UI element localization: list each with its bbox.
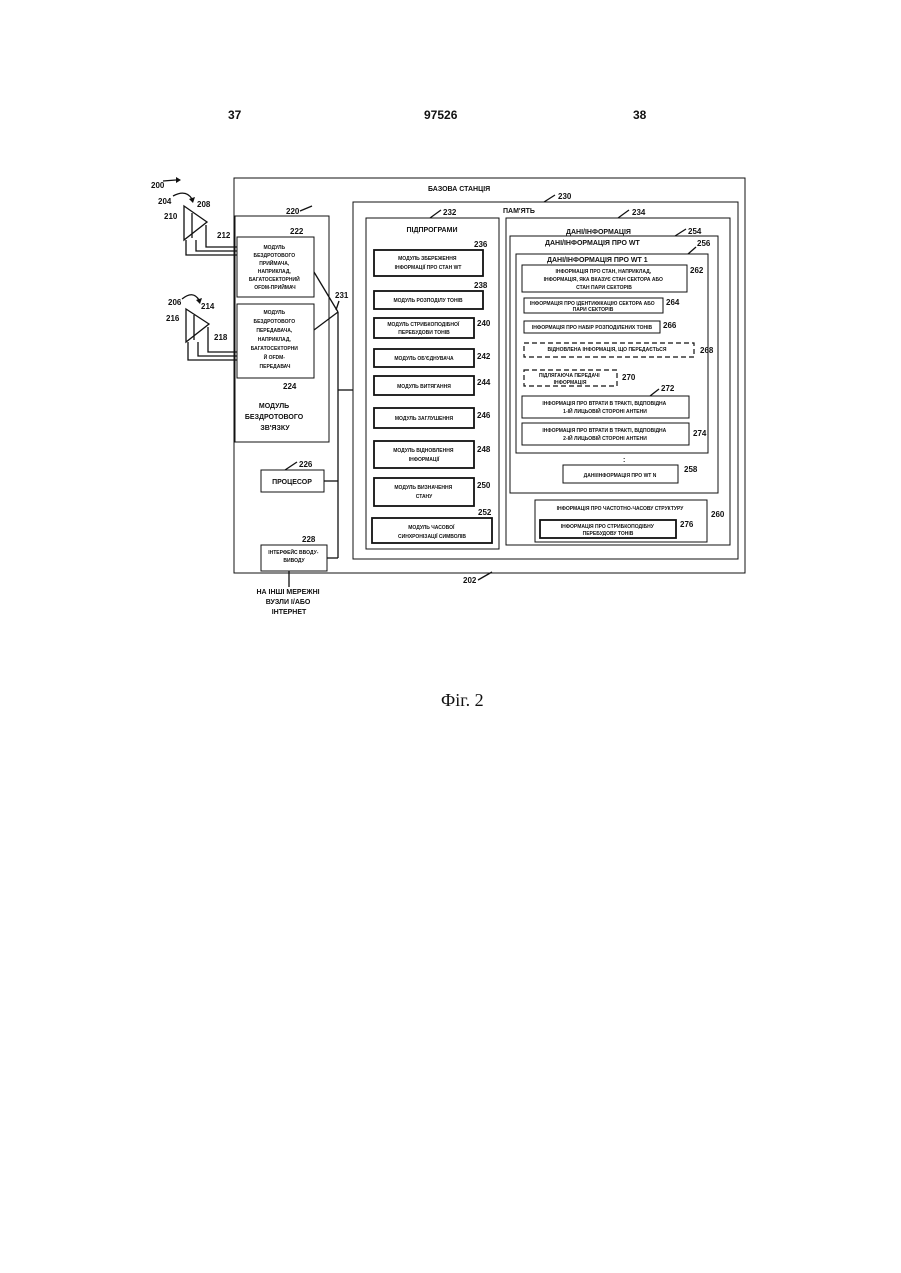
antenna-1-feed-b <box>196 240 237 251</box>
ref-236: 236 <box>474 240 488 249</box>
ref-228: 228 <box>302 535 316 544</box>
ref-256-leader <box>688 247 696 254</box>
ref-248: 248 <box>477 445 491 454</box>
antenna-2-feed-a <box>188 342 237 360</box>
ref-272-leader <box>650 389 659 396</box>
routine-250-label: МОДУЛЬ ВИЗНАЧЕННЯ СТАНУ <box>394 485 453 500</box>
ref-274: 274 <box>693 429 707 438</box>
ref-234-leader <box>618 210 629 218</box>
patent-number: 97526 <box>424 108 458 122</box>
wtn-label: ДАНІ/ІНФОРМАЦІЯ ПРО WT N <box>584 473 657 479</box>
ref-254: 254 <box>688 227 702 236</box>
ref-254-leader <box>675 229 686 236</box>
ref-208: 208 <box>197 200 211 209</box>
ref-206: 206 <box>168 298 182 307</box>
ref-252: 252 <box>478 508 492 517</box>
routines-label: ПІДПРОГРАМИ <box>407 227 458 234</box>
wt1-item-268-label: ВІДНОВЛЕНА ІНФОРМАЦІЯ, ЩО ПЕРЕДАЄТЬСЯ <box>547 347 666 353</box>
ref-226: 226 <box>299 460 313 469</box>
antenna-2-element <box>186 309 209 342</box>
ref-276: 276 <box>680 520 694 529</box>
ref-230: 230 <box>558 192 572 201</box>
wt1-item-262-label: ІНФОРМАЦІЯ ПРО СТАН, НАПРИКЛАД, ІНФОРМАЦ… <box>544 269 665 291</box>
ref-270: 270 <box>622 373 636 382</box>
ref-200-arrowhead <box>176 177 181 183</box>
ref-214: 214 <box>201 302 215 311</box>
ref-210: 210 <box>164 212 178 221</box>
wt-ellipsis: : <box>623 457 625 464</box>
ref-258: 258 <box>684 465 698 474</box>
ref-218: 218 <box>214 333 228 342</box>
routine-236-label: МОДУЛЬ ЗБЕРЕЖЕННЯ ІНФОРМАЦІЇ ПРО СТАН WT <box>395 256 462 271</box>
wt1-label: ДАНІ/ІНФОРМАЦІЯ ПРО WT 1 <box>547 257 648 264</box>
freq-time-label: ІНФОРМАЦІЯ ПРО ЧАСТОТНО-ЧАСОВУ СТРУКТУРУ <box>557 506 685 512</box>
hopping-label: ІНФОРМАЦІЯ ПРО СТРИБКОПОДІБНУ ПЕРЕБУДОВУ… <box>561 524 655 537</box>
ref-230-leader <box>544 195 555 202</box>
wireless-module-label: МОДУЛЬ БЕЗДРОТОВОГО ЗВ'ЯЗКУ <box>245 403 305 432</box>
routine-250-box <box>374 478 474 506</box>
transmitter-label: МОДУЛЬ БЕЗДРОТОВОГО ПЕРЕДАВАЧА, НАПРИКЛА… <box>251 310 300 370</box>
ref-260: 260 <box>711 510 725 519</box>
network-label: НА ІНШІ МЕРЕЖНІ ВУЗЛИ І/АБО ІНТЕРНЕТ <box>256 589 321 616</box>
processor-label: ПРОЦЕСОР <box>272 479 312 486</box>
routine-248-box <box>374 441 474 468</box>
routine-240-label: МОДУЛЬ СТРИБКОПОДІБНОЇ ПЕРЕБУДОВИ ТОНІВ <box>387 321 460 336</box>
ref-224: 224 <box>283 382 297 391</box>
ref-268: 268 <box>700 346 714 355</box>
ref-222: 222 <box>290 227 304 236</box>
wt1-item-264-label: ІНФОРМАЦІЯ ПРО ІДЕНТИФІКАЦІЮ СЕКТОРА АБО… <box>530 301 656 313</box>
routine-246-label: МОДУЛЬ ЗАГЛУШЕННЯ <box>395 416 454 422</box>
ref-250: 250 <box>477 481 491 490</box>
wt1-item-266-label: ІНФОРМАЦІЯ ПРО НАБІР РОЗПОДІЛЕНИХ ТОНІВ <box>532 325 653 331</box>
ref-244: 244 <box>477 378 491 387</box>
ref-238: 238 <box>474 281 488 290</box>
ref-216: 216 <box>166 314 180 323</box>
routine-252-label: МОДУЛЬ ЧАСОВОЇ СИНХРОНІЗАЦІЇ СИМВОЛІВ <box>398 524 466 540</box>
ref-246: 246 <box>477 411 491 420</box>
ref-262: 262 <box>690 266 704 275</box>
ref-232: 232 <box>443 208 457 217</box>
data-info-label: ДАНІ/ІНФОРМАЦІЯ <box>566 229 631 236</box>
page-number-right: 38 <box>633 108 647 122</box>
routine-238-label: МОДУЛЬ РОЗПОДІЛУ ТОНІВ <box>393 298 463 304</box>
ref-226-leader <box>285 462 297 470</box>
ref-234: 234 <box>632 208 646 217</box>
memory-label: ПАМ'ЯТЬ <box>503 208 535 215</box>
page-number-left: 37 <box>228 108 242 122</box>
wt-data-label: ДАНІ/ІНФОРМАЦІЯ ПРО WT <box>545 240 641 247</box>
ref-231: 231 <box>335 291 349 300</box>
antenna-1-curve-arrow <box>173 193 192 199</box>
antenna-2-curve-arrow <box>182 295 199 300</box>
ref-242: 242 <box>477 352 491 361</box>
io-interface-label: ІНТЕРФЕЙС ВВОДУ- ВИВОДУ <box>268 548 320 564</box>
routine-248-label: МОДУЛЬ ВІДНОВЛЕННЯ ІНФОРМАЦІЇ <box>393 448 455 463</box>
ref-200-arrow <box>163 180 176 181</box>
base-station-label: БАЗОВА СТАНЦІЯ <box>428 186 490 193</box>
ref-232-leader <box>430 210 441 218</box>
wt1-item-274-label: ІНФОРМАЦІЯ ПРО ВТРАТИ В ТРАКТІ, ВІДПОВІД… <box>542 428 667 442</box>
routine-236-box <box>374 250 483 276</box>
receiver-label: МОДУЛЬ БЕЗДРОТОВОГО ПРИЙМАЧА, НАПРИКЛАД,… <box>249 245 301 291</box>
ref-266: 266 <box>663 321 677 330</box>
ref-240: 240 <box>477 319 491 328</box>
ref-212: 212 <box>217 231 231 240</box>
ref-256: 256 <box>697 239 711 248</box>
routine-244-label: МОДУЛЬ ВИТЯГАННЯ <box>397 384 451 390</box>
bus-link-transmitter <box>314 312 338 330</box>
ref-220-leader <box>300 206 312 211</box>
routine-242-label: МОДУЛЬ ОБ'ЄДНУВАЧА <box>394 356 454 362</box>
wt1-item-272-label: ІНФОРМАЦІЯ ПРО ВТРАТИ В ТРАКТІ, ВІДПОВІД… <box>542 401 667 415</box>
ref-202: 202 <box>463 576 477 585</box>
ref-231-leader <box>336 301 339 310</box>
wt1-item-270-label: ПІДЛЯГАЮЧА ПЕРЕДАЧІ ІНФОРМАЦІЯ <box>539 373 601 386</box>
antenna-1-element <box>184 206 207 240</box>
ref-200: 200 <box>151 181 165 190</box>
ref-264: 264 <box>666 298 680 307</box>
figure-caption: Фіг. 2 <box>441 690 484 710</box>
ref-220: 220 <box>286 207 300 216</box>
ref-272: 272 <box>661 384 675 393</box>
antenna-2-feed-b <box>198 342 237 356</box>
ref-204: 204 <box>158 197 172 206</box>
